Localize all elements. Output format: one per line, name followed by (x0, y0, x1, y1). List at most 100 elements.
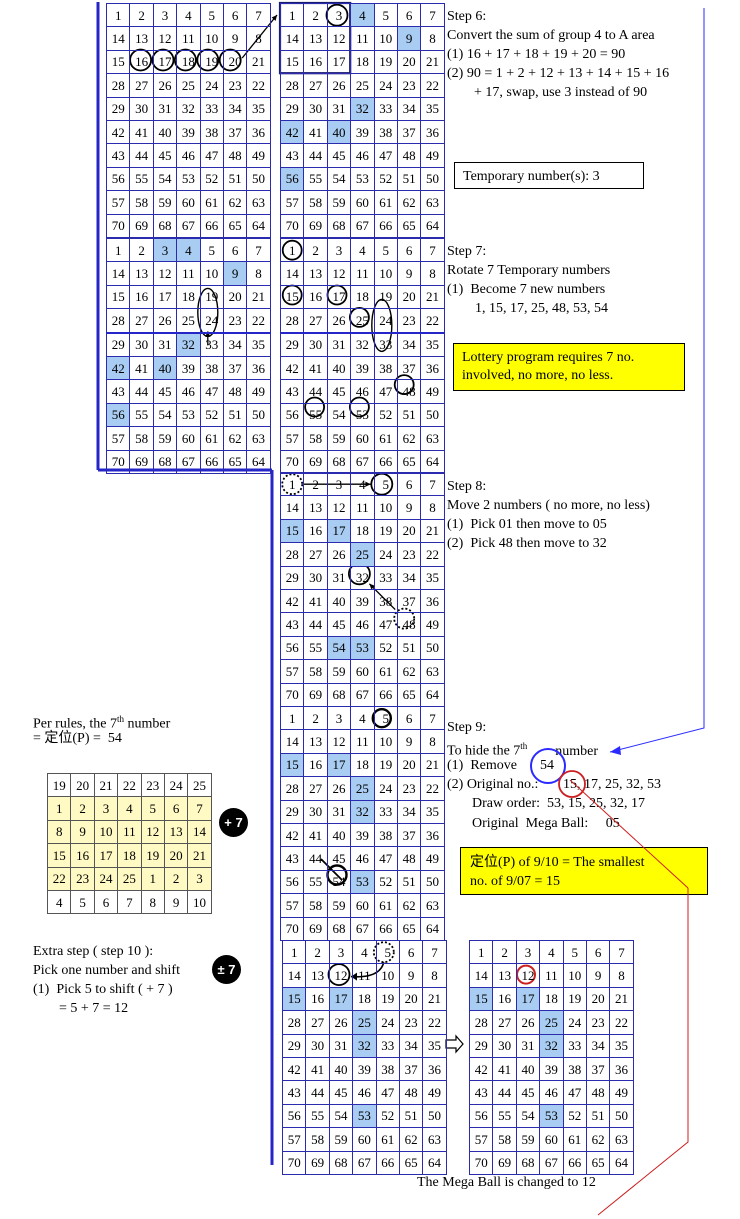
position-cell: 9 (70, 819, 95, 845)
board-cell: 66 (375, 1150, 400, 1175)
board-cell: 26 (326, 542, 352, 567)
board-cell: 33 (373, 96, 398, 121)
board-cell: 40 (152, 119, 178, 145)
board-cell: 69 (303, 449, 328, 474)
board-cell: 56 (279, 166, 305, 192)
board-cell: 44 (303, 846, 328, 871)
board-cell: 34 (585, 1033, 611, 1058)
board-cell: 28 (468, 1010, 494, 1035)
board-cell: 15 (105, 284, 131, 310)
board-cell: 44 (303, 379, 328, 404)
board-cell: 8 (609, 963, 634, 988)
board-cell: 22 (420, 73, 445, 98)
board-cell: 18 (539, 986, 564, 1012)
step10-line2: Pick one number and shift (33, 963, 180, 978)
board-cell: 5 (199, 2, 224, 28)
board-cell: 63 (609, 1127, 634, 1152)
board-cell: 58 (129, 426, 154, 451)
board-cell: 31 (326, 565, 352, 590)
board-cell: 60 (176, 426, 201, 451)
board-cell: 44 (129, 379, 154, 404)
board-cell: 46 (176, 379, 201, 404)
board-cell: 44 (129, 143, 154, 168)
lottery-requirement-note: Lottery program requires 7 no. involved,… (453, 343, 685, 391)
board-cell: 36 (246, 355, 271, 381)
board-cell: 17 (326, 49, 352, 75)
step9-remove-number: 54 (540, 758, 554, 773)
board-cell: 25 (352, 1010, 377, 1035)
board-cell: 36 (420, 588, 445, 614)
board-cell: 43 (279, 612, 305, 637)
board-cell: 51 (585, 1103, 611, 1129)
board-cell: 68 (326, 916, 352, 941)
board-cell: 2 (492, 939, 517, 965)
board-cell: 55 (303, 166, 328, 192)
board-cell: 44 (492, 1080, 517, 1105)
board-cell: 46 (352, 1080, 377, 1105)
step8-line3: (2) Pick 48 then move to 32 (447, 536, 607, 551)
board-cell: 45 (328, 1080, 354, 1105)
board-cell: 33 (373, 799, 398, 824)
board-cell: 64 (420, 449, 445, 474)
board-cell: 68 (328, 1150, 354, 1175)
board-cell: 58 (129, 190, 154, 215)
board-cell: 66 (373, 682, 398, 707)
position-cell: 18 (117, 843, 142, 868)
board-cell: 54 (326, 402, 352, 428)
board-cell: 1 (279, 237, 305, 263)
board-cell: 60 (176, 190, 201, 215)
board-cell: 32 (176, 96, 201, 121)
board-cell: 56 (279, 869, 305, 895)
board-cell: 40 (326, 355, 352, 381)
board-cell: 61 (373, 659, 398, 684)
board-cell: 30 (305, 1033, 330, 1058)
position-cell: 2 (163, 866, 189, 891)
board-cell: 57 (468, 1127, 494, 1152)
board-cell: 52 (373, 869, 398, 895)
board-cell: 61 (375, 1127, 400, 1152)
board-cell: 20 (396, 518, 422, 544)
board-cell: 35 (246, 331, 271, 357)
board-cell: 47 (199, 379, 224, 404)
board-cell: 50 (246, 166, 271, 192)
board-cell: 45 (326, 612, 352, 637)
plus-seven-badge: + 7 (219, 808, 248, 837)
board-cell: 51 (398, 1103, 424, 1129)
board-cell: 54 (515, 1103, 541, 1129)
position-cell: 12 (140, 819, 165, 845)
step9-mega-ball: Original Mega Ball: 05 (472, 816, 620, 831)
board-cell: 23 (398, 1010, 424, 1035)
board-cell: 24 (199, 308, 224, 334)
board-cell: 5 (373, 2, 398, 28)
position-cell: 3 (93, 796, 119, 821)
board-cell: 21 (420, 518, 445, 544)
board-cell: 60 (350, 893, 375, 918)
board-cell: 43 (279, 846, 305, 871)
board-cell: 8 (420, 495, 445, 520)
board-cell: 10 (373, 26, 398, 51)
board-cell: 14 (105, 261, 131, 286)
position-cell: 16 (70, 843, 95, 868)
board-cell: 25 (176, 73, 201, 98)
board-cell: 54 (326, 166, 352, 192)
board-cell: 62 (396, 659, 422, 684)
position-cell: 10 (93, 819, 119, 845)
board-cell: 46 (350, 846, 375, 871)
position-cell: 20 (70, 772, 95, 798)
board-cell: 21 (246, 284, 271, 310)
board-cell: 6 (396, 237, 422, 263)
board-cell: 31 (152, 96, 178, 121)
step9-remove-label: (1) Remove (447, 758, 517, 773)
board-cell: 5 (199, 237, 224, 263)
board-cell: 11 (350, 495, 375, 520)
board-cell: 68 (326, 449, 352, 474)
